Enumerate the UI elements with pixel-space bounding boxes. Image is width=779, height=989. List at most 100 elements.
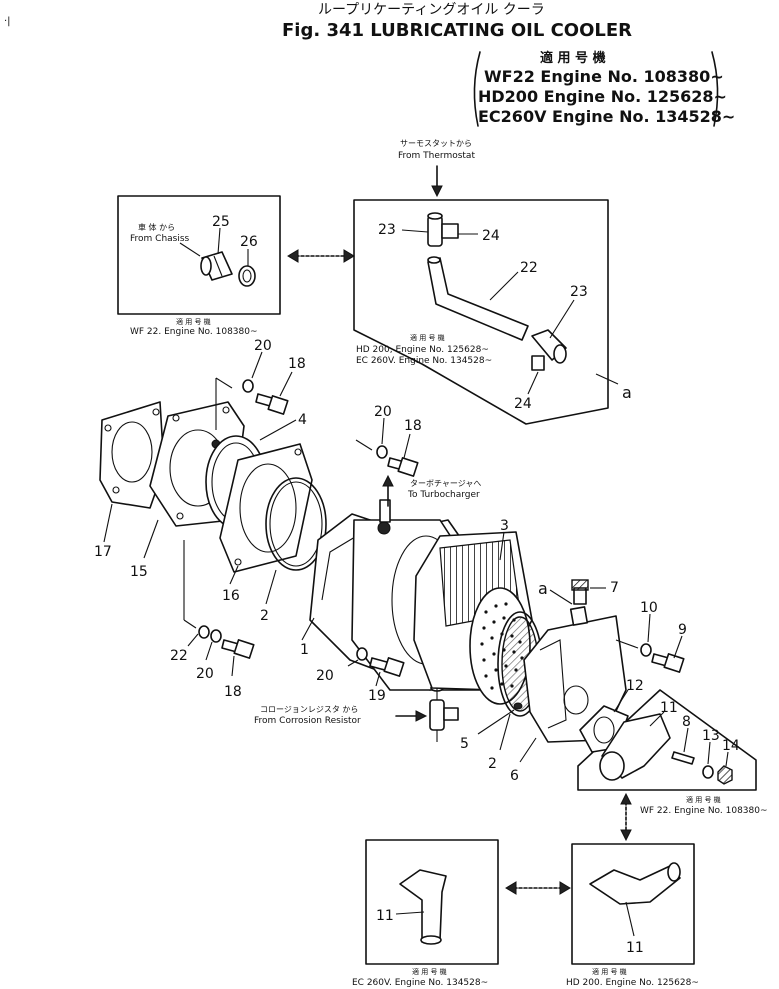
label-5: 5 [460, 736, 469, 752]
label-25: 25 [212, 214, 230, 230]
label-19: 19 [368, 688, 386, 704]
bolt-18-top-mid [387, 457, 419, 477]
inset-hd200-frame [571, 843, 695, 965]
elbow-11-hd200 [589, 862, 681, 905]
inset-ec260v-frame [365, 839, 499, 965]
chassis-note-en: From Chasiss [130, 234, 190, 244]
washer-22-bottom-left [198, 625, 210, 639]
corrosion-note-en: From Corrosion Resistor [254, 716, 361, 726]
label-20-bottom-mid: 20 [316, 668, 334, 684]
washer-20-top-left [242, 379, 254, 393]
corrosion-note-jp: コロージョンレジスタ から [260, 705, 358, 714]
plug-7 [571, 579, 589, 605]
washer-20-top-mid [376, 445, 388, 459]
applic-ec260v: EC 260V. Engine No. 134528~ [352, 978, 488, 988]
view-a-leader [595, 373, 619, 385]
label-2-right: 2 [488, 756, 497, 772]
double-arrow-bottom [505, 881, 571, 895]
label-20-top-left: 20 [254, 338, 272, 354]
applic-jp-1: 適 用 号 機 [176, 317, 211, 326]
leader-dash-1 [215, 377, 233, 389]
label-18-top-left: 18 [288, 356, 306, 372]
label-1: 1 [300, 642, 309, 658]
chassis-arrow [179, 242, 201, 257]
applic-hd-ec-2: EC 260V. Engine No. 134528~ [356, 356, 492, 366]
label-20-bottom-left: 20 [196, 666, 214, 682]
inset-chassis-frame [117, 195, 281, 315]
gasket-17 [99, 401, 165, 509]
clamp-24-part [531, 355, 545, 371]
applic-wf22-2: WF 22. Engine No. 108380~ [640, 806, 768, 816]
label-15: 15 [130, 564, 148, 580]
seal-5 [513, 702, 523, 710]
label-3: 3 [500, 518, 509, 534]
applic-jp-2: 適 用 号 機 [410, 333, 445, 342]
o-ring-2 [265, 477, 327, 571]
applic-jp-3: 適 用 号 機 [686, 795, 721, 804]
stud-8 [671, 751, 695, 765]
elbow-group-frame [577, 689, 757, 791]
applicable-heading: 適 用 号 機 [540, 50, 606, 66]
applic-hd200: HD 200. Engine No. 125628~ [566, 978, 699, 988]
label-9: 9 [678, 622, 687, 638]
applic-jp-5: 適 用 号 機 [592, 967, 627, 976]
label-16: 16 [222, 588, 240, 604]
applic-jp-4: 適 用 号 機 [412, 967, 447, 976]
view-a-leader-2 [549, 589, 573, 605]
applicability-hd200: HD200 Engine No. 125628~ [478, 87, 727, 106]
view-a-label: a [622, 383, 632, 402]
label-17: 17 [94, 544, 112, 560]
label-4: 4 [298, 412, 307, 428]
hose-clamp-23 [531, 329, 567, 364]
turbo-note-en: To Turbocharger [407, 490, 480, 500]
label-11-ec260v: 11 [376, 908, 394, 924]
nut-14 [717, 765, 733, 785]
label-23-bottom: 23 [570, 284, 588, 300]
thermostat-note-en: From Thermostat [398, 151, 475, 161]
label-12: 12 [626, 678, 644, 694]
label-14: 14 [722, 738, 740, 754]
bracket-left [473, 51, 481, 127]
bracket-right [711, 51, 719, 127]
hose-clamp-26 [238, 265, 256, 287]
jp-title: ループリケーティングオイル クーラ [318, 2, 545, 18]
washer-20-bottom-mid [356, 647, 368, 661]
turbo-note-jp: ターボチャージャへ [410, 479, 481, 488]
double-arrow-top [287, 249, 355, 263]
label-13: 13 [702, 728, 720, 744]
label-11-main: 11 [660, 700, 678, 716]
label-24-bottom: 24 [514, 396, 532, 412]
label-7: 7 [610, 580, 619, 596]
corner-mark: ·| [4, 16, 11, 27]
thermostat-note-jp: サーモスタットから [400, 139, 472, 148]
label-2-left: 2 [260, 608, 269, 624]
label-8: 8 [682, 714, 691, 730]
applic-wf22-1: WF 22. Engine No. 108380~ [130, 327, 258, 337]
label-22-bottom: 22 [170, 648, 188, 664]
label-11-hd200: 11 [626, 940, 644, 956]
applicability-ec260v: EC260V Engine No. 134528~ [478, 107, 735, 126]
washer-13 [702, 765, 714, 779]
label-18-bottom-left: 18 [224, 684, 242, 700]
label-6: 6 [510, 768, 519, 784]
label-24-top: 24 [482, 228, 500, 244]
corrosion-fitting [429, 684, 459, 742]
double-arrow-vertical [620, 792, 632, 842]
hose-fitting-25 [200, 251, 233, 281]
thermostat-arrowhead [431, 185, 443, 198]
view-a-label-2: a [538, 579, 548, 598]
bolt-9 [651, 653, 685, 673]
label-23-top: 23 [378, 222, 396, 238]
label-26: 26 [240, 234, 258, 250]
elbow-11-ec260v [399, 869, 447, 945]
chassis-note-jp: 車 体 から [138, 222, 175, 232]
applic-hd-ec-1: HD 200, Engine No. 125628~ [356, 345, 489, 355]
elbow-11-main [599, 713, 671, 781]
label-10: 10 [640, 600, 658, 616]
applicability-wf22: WF22 Engine No. 108380~ [484, 67, 724, 86]
gasket-16 [219, 443, 313, 573]
label-20-top-mid: 20 [374, 404, 392, 420]
tee-fitting-23 [427, 212, 459, 247]
label-18-top-mid: 18 [404, 418, 422, 434]
